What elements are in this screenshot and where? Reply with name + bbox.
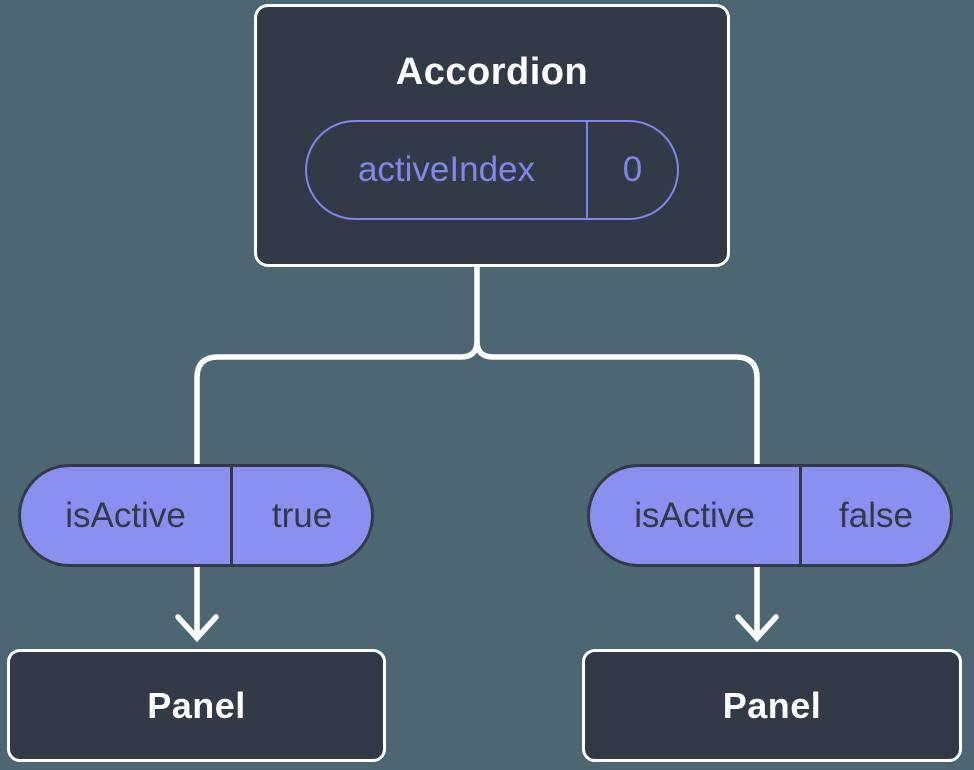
arrow-left-head	[175, 614, 219, 643]
is-active-pill-right: isActive false	[587, 464, 953, 567]
panel-node-left: Panel	[7, 649, 386, 762]
is-active-pill-right-value: false	[799, 467, 950, 564]
is-active-pill-right-name: isActive	[634, 495, 755, 535]
active-index-state-pill: activeIndex 0	[305, 120, 679, 220]
arrow-right-head	[735, 614, 779, 643]
active-index-state-name: activeIndex	[357, 150, 536, 189]
branch-right-line	[474, 340, 760, 467]
panel-node-right: Panel	[582, 649, 962, 762]
is-active-pill-left: isActive true	[18, 464, 374, 567]
accordion-node: Accordion activeIndex 0	[254, 4, 730, 267]
branch-left-line	[194, 263, 480, 467]
accordion-node-title: Accordion	[395, 51, 589, 93]
is-active-pill-left-value: true	[230, 467, 371, 564]
is-active-pill-left-name: isActive	[65, 495, 186, 535]
active-index-state-value: 0	[586, 122, 677, 218]
